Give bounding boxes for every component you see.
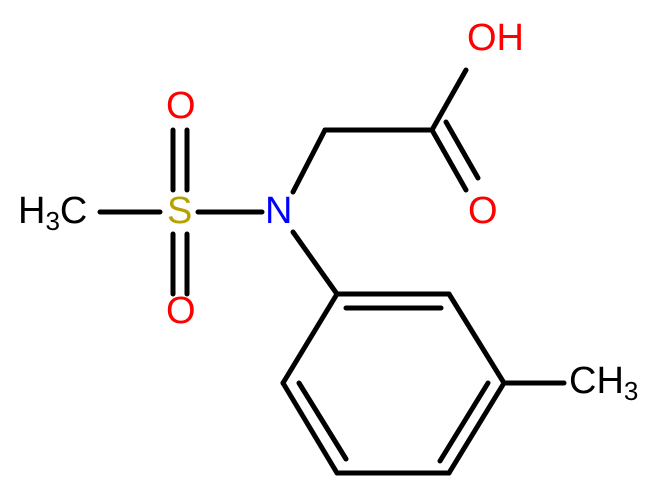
methyl-left-subscript: 3 [45,206,59,236]
atom-carbonyl-oxygen: O [468,190,498,232]
ring-inner-2 [437,380,491,464]
methyl-right-label: CH3 [569,360,638,406]
methyl-right-subscript: 3 [624,376,638,406]
methyl-left-h: H [18,190,45,232]
atom-hydroxyl: OH [467,17,524,59]
atom-nitrogen: N [265,190,292,232]
bond-n-ch2 [290,127,328,195]
atom-sulfonyl-oxygen-top: O [166,85,196,127]
bond-c-o-b [443,119,481,181]
bond-c-oh [429,67,469,133]
ring-inner-3 [296,380,349,462]
bonds [97,67,567,476]
ring-bond-5 [280,380,340,476]
atom-sulfur: S [167,190,192,232]
methyl-left-c: C [60,190,87,232]
bond-n-ring [290,229,340,297]
atom-sulfonyl-oxygen-bottom: O [166,290,196,332]
methyl-right-ch: CH [569,360,624,402]
ring-bond-3 [446,380,507,476]
bond-c-o-a [429,127,469,193]
methyl-left-label: H3C [18,190,87,236]
ring-bond-2 [446,291,507,386]
ring-bond-6 [280,291,340,386]
